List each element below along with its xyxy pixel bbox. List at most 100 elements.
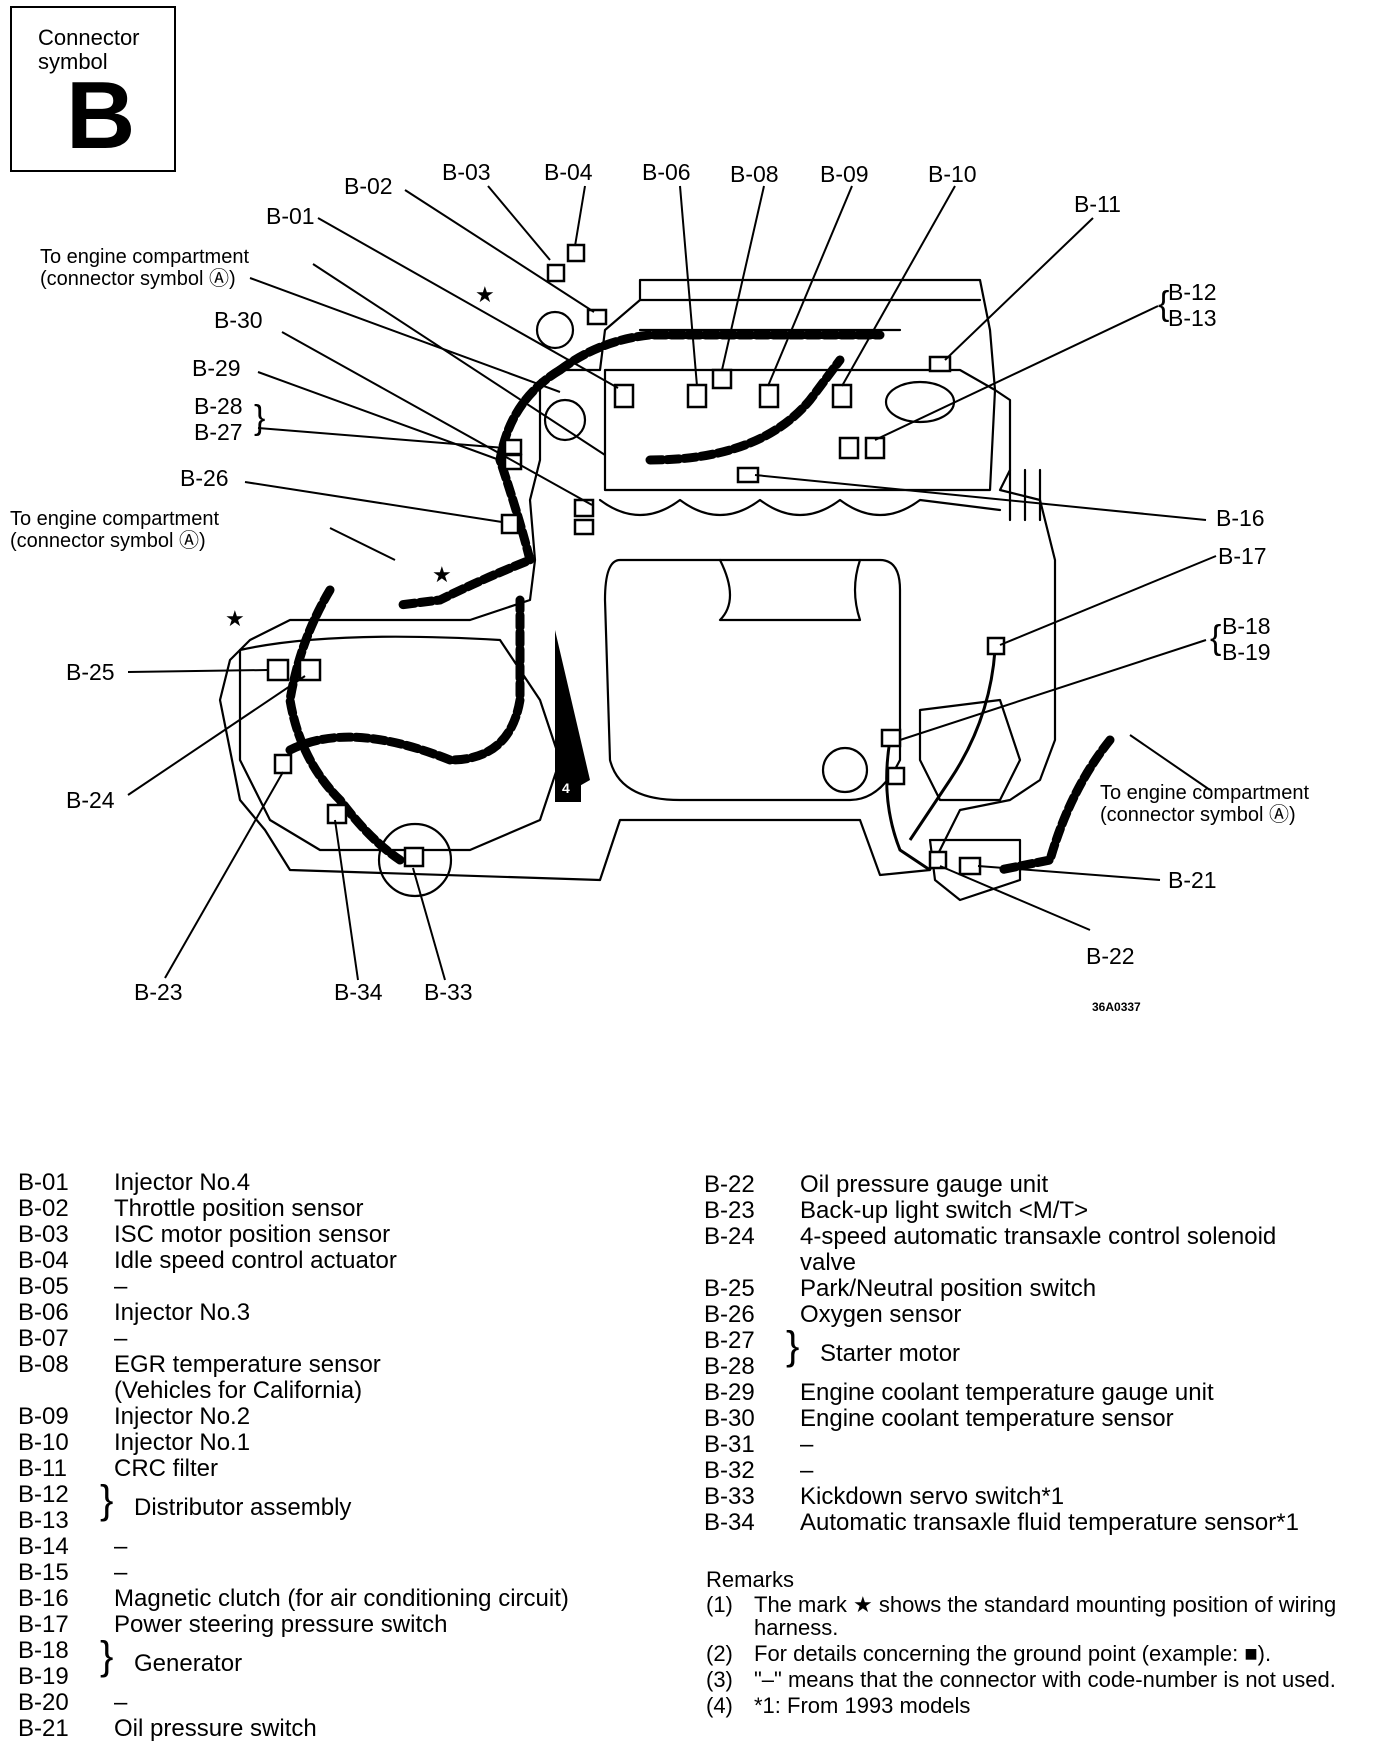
- label-b18: B-18: [1222, 613, 1271, 639]
- legend-row: B-33 Kickdown servo switch*1: [704, 1484, 1374, 1510]
- legend-description: –: [800, 1457, 814, 1484]
- label-b10: B-10: [928, 161, 977, 187]
- connector-b04: [566, 243, 586, 263]
- legend-row: (Vehicles for California): [18, 1378, 658, 1404]
- legend-description: Power steering pressure switch: [114, 1611, 448, 1638]
- star-mark: ★: [475, 283, 495, 308]
- harness-transaxle: [285, 585, 405, 865]
- legend-description: Idle speed control actuator: [114, 1247, 397, 1274]
- remark-text: For details concerning the ground point …: [754, 1641, 1272, 1666]
- legend-brace: }: [100, 1634, 114, 1678]
- connector-symbol-caption: Connector symbol: [38, 26, 140, 74]
- star-mark: ★: [432, 563, 452, 588]
- connector-symbol-box: Connector symbol B: [10, 6, 176, 172]
- connector-b23: [273, 753, 293, 775]
- remark-item: (2)For details concerning the ground poi…: [706, 1642, 1366, 1665]
- legend-code: B-19: [18, 1663, 69, 1690]
- legend-code: B-12: [18, 1481, 69, 1508]
- mounting-studs: [1008, 468, 1042, 522]
- legend-code: B-20: [18, 1689, 69, 1716]
- connector-b17: [986, 636, 1006, 656]
- label-b17: B-17: [1218, 543, 1267, 569]
- legend-description: Magnetic clutch (for air conditioning ci…: [114, 1585, 569, 1612]
- connector-b10: [831, 383, 853, 409]
- legend-code: B-28: [704, 1353, 755, 1380]
- label-b29: B-29: [192, 355, 241, 381]
- harness-left-drop: [395, 365, 565, 610]
- label-b01: B-01: [266, 203, 315, 229]
- legend-description: Oil pressure switch: [114, 1715, 317, 1742]
- legend-description: ISC motor position sensor: [114, 1221, 391, 1248]
- connector-b12: [838, 436, 860, 460]
- remarks: Remarks (1)The mark ★ shows the standard…: [706, 1568, 1366, 1720]
- legend-code: B-06: [18, 1299, 69, 1326]
- connector-b13: [864, 436, 886, 460]
- legend-description: Distributor assembly: [134, 1494, 352, 1521]
- remark-number: (1): [706, 1592, 733, 1617]
- legend-row: B-27}: [704, 1326, 1374, 1366]
- label-b19: B-19: [1222, 639, 1271, 665]
- connector-b30: [573, 518, 595, 536]
- connector-b18: [880, 728, 902, 748]
- ground-marker-box: [555, 778, 581, 802]
- connector-b22: [928, 850, 948, 870]
- label-b30: B-30: [214, 307, 263, 333]
- legend-code: B-30: [704, 1405, 755, 1432]
- legend-description: –: [114, 1325, 128, 1352]
- remark-number: (4): [706, 1693, 733, 1718]
- legend-description: Kickdown servo switch*1: [800, 1483, 1065, 1510]
- connector-b26: [500, 513, 520, 535]
- legend-brace: }: [100, 1478, 114, 1522]
- legend-code: B-17: [18, 1611, 69, 1638]
- label-b16: B-16: [1216, 505, 1265, 531]
- intake-runner: [718, 558, 862, 622]
- legend-description: –: [114, 1559, 128, 1586]
- connector-symbol-caption-line2: symbol: [38, 49, 108, 74]
- label-b12: B-12: [1168, 279, 1217, 305]
- remarks-title: Remarks: [706, 1567, 795, 1592]
- legend-row: B-15–: [18, 1560, 658, 1586]
- valve-cover-outline: [603, 368, 997, 492]
- legend-description: –: [800, 1431, 814, 1458]
- legend-description: –: [114, 1273, 128, 1300]
- connector-b11: [928, 355, 952, 373]
- remark-text: "–" means that the connector with code-n…: [754, 1667, 1336, 1692]
- remark-item: (3)"–" means that the connector with cod…: [706, 1668, 1366, 1691]
- legend-code: B-33: [704, 1483, 755, 1510]
- legend-description: Oil pressure gauge unit: [800, 1171, 1049, 1198]
- label-b03: B-03: [442, 159, 491, 185]
- legend-description: Park/Neutral position switch: [800, 1275, 1097, 1302]
- note-line1: To engine compartment: [10, 508, 220, 530]
- legend-code: B-27: [704, 1327, 755, 1354]
- engine-wiring-diagram: ★ ★ ★: [127, 185, 1217, 981]
- harness-main-top: [555, 330, 885, 375]
- legend-description: Back-up light switch <M/T>: [800, 1197, 1089, 1224]
- harness-injector-bus: [645, 355, 845, 465]
- legend-description: Injector No.4: [114, 1169, 251, 1196]
- label-b25: B-25: [66, 659, 115, 685]
- label-b23: B-23: [134, 979, 183, 1005]
- note-line2: (connector symbol Ⓐ): [1100, 804, 1296, 826]
- label-b26: B-26: [180, 465, 229, 491]
- connector-b28: [503, 438, 523, 456]
- legend-description: Throttle position sensor: [114, 1195, 364, 1222]
- label-b33: B-33: [424, 979, 473, 1005]
- engine-compartment-note-top: To engine compartment (connector symbol …: [40, 246, 249, 290]
- label-b13: B-13: [1168, 305, 1217, 331]
- wire-b18-19: [885, 739, 931, 872]
- label-b06: B-06: [642, 159, 691, 185]
- connector-b29: [573, 498, 595, 518]
- remark-item: (1)The mark ★ shows the standard mountin…: [706, 1593, 1366, 1639]
- legend-code: B-16: [18, 1585, 69, 1612]
